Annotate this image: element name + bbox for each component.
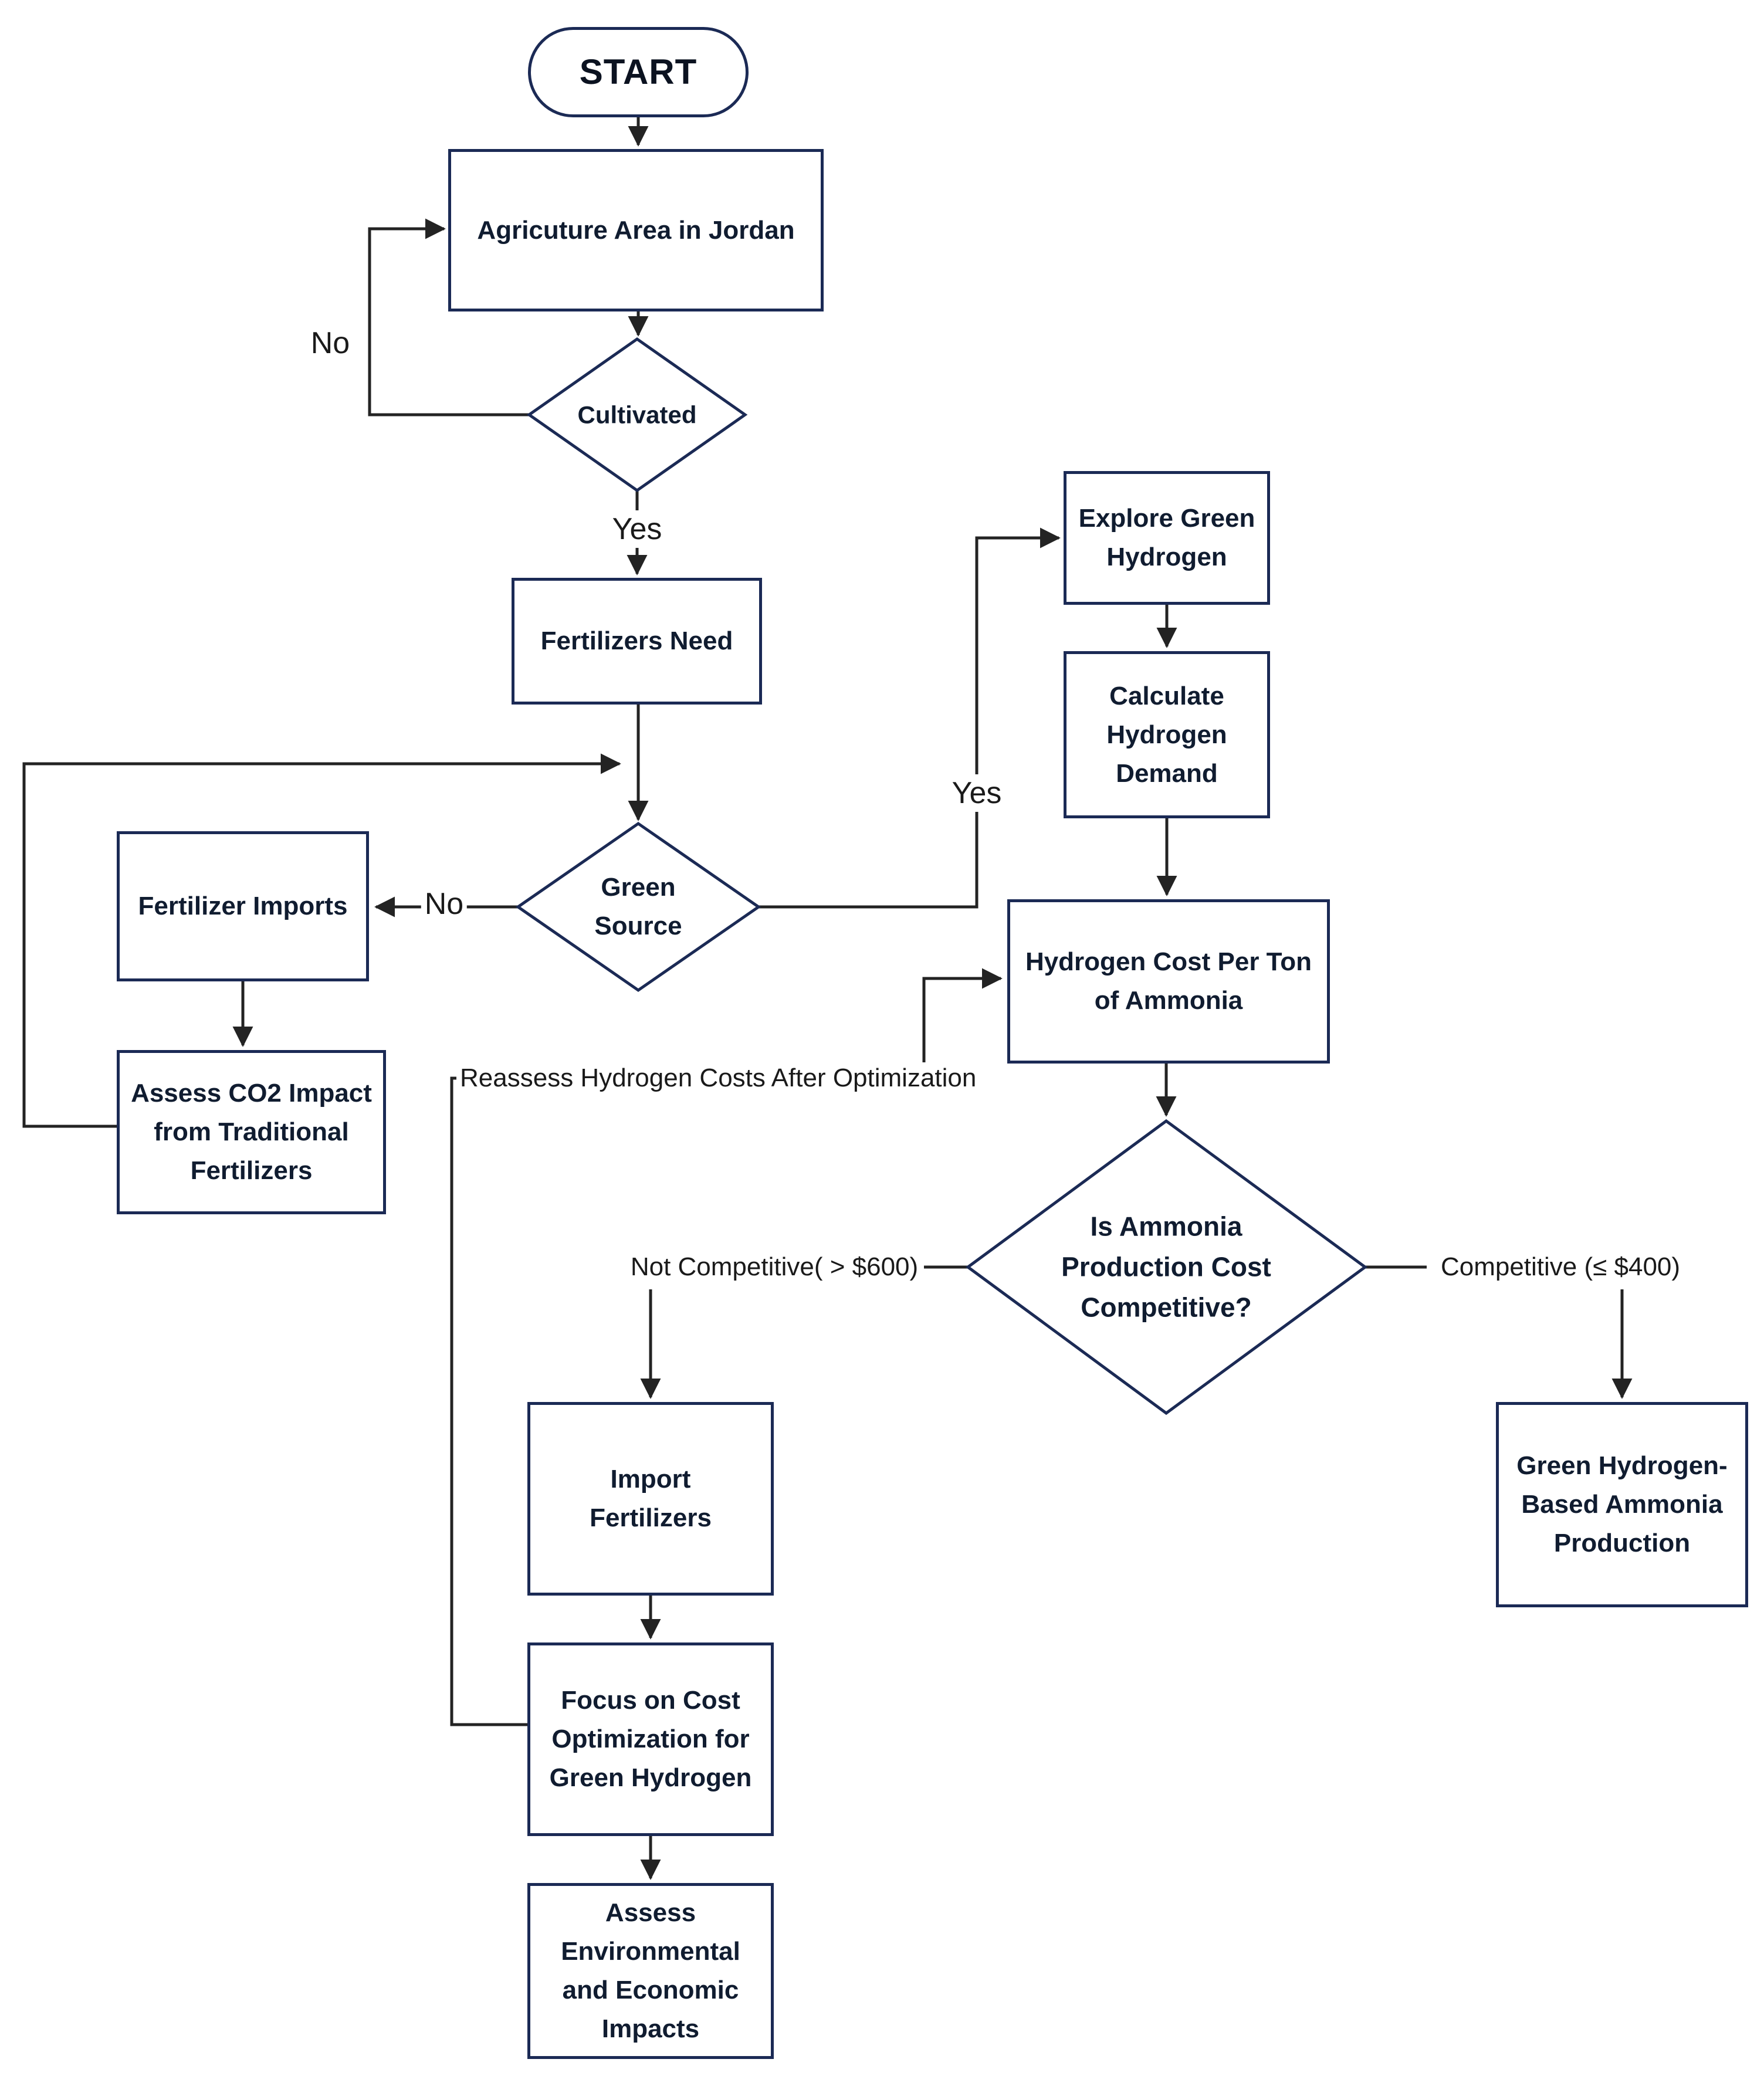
- edge-label-not-competitive: Not Competitive( > $600): [627, 1251, 922, 1283]
- decision-cultivated-label: Cultivated: [577, 401, 697, 429]
- decision-green-source-label: Green Source: [594, 873, 682, 940]
- decision-green-source-shape: [515, 821, 761, 993]
- edge-label-cultivated-no: No: [310, 326, 350, 360]
- edge-label-reassess-feedback: Reassess Hydrogen Costs After Optimizati…: [456, 1062, 980, 1094]
- node-assess-impacts: Assess Environmental and Economic Impact…: [527, 1883, 774, 2059]
- node-agriculture-area: Agricuture Area in Jordan: [448, 149, 824, 311]
- decision-ammonia-competitive-shape: [965, 1119, 1368, 1415]
- edge-assessco2-feedback: [22, 753, 621, 1128]
- node-green-ammonia-production: Green Hydrogen- Based Ammonia Production: [1496, 1402, 1748, 1607]
- node-hydrogen-cost-per-ton: Hydrogen Cost Per Ton of Ammonia: [1007, 899, 1330, 1064]
- decision-cultivated-shape: [526, 337, 748, 493]
- edge-greensource-yes: [759, 527, 1061, 909]
- node-assess-co2-impact: Assess CO2 Impact from Traditional Ferti…: [117, 1050, 386, 1214]
- node-focus-cost-optimization: Focus on Cost Optimization for Green Hyd…: [527, 1642, 774, 1836]
- node-calculate-hydrogen-demand: Calculate Hydrogen Demand: [1064, 651, 1270, 818]
- node-fertilizer-imports: Fertilizer Imports: [117, 831, 369, 981]
- node-import-fertilizers: Import Fertilizers: [527, 1402, 774, 1596]
- edge-label-competitive: Competitive (≤ $400): [1437, 1251, 1684, 1283]
- decision-ammonia-competitive-label: Is Ammonia Production Cost Competitive?: [1061, 1211, 1271, 1323]
- edge-label-cultivated-yes: Yes: [608, 510, 666, 548]
- edge-label-green-source-no: No: [421, 885, 468, 923]
- edge-label-green-source-yes: Yes: [948, 774, 1005, 812]
- edge-cultivated-no-loop: [368, 218, 529, 416]
- node-start: START: [528, 27, 749, 117]
- node-fertilizers-need: Fertilizers Need: [512, 578, 762, 705]
- node-explore-green-hydrogen: Explore Green Hydrogen: [1064, 471, 1270, 605]
